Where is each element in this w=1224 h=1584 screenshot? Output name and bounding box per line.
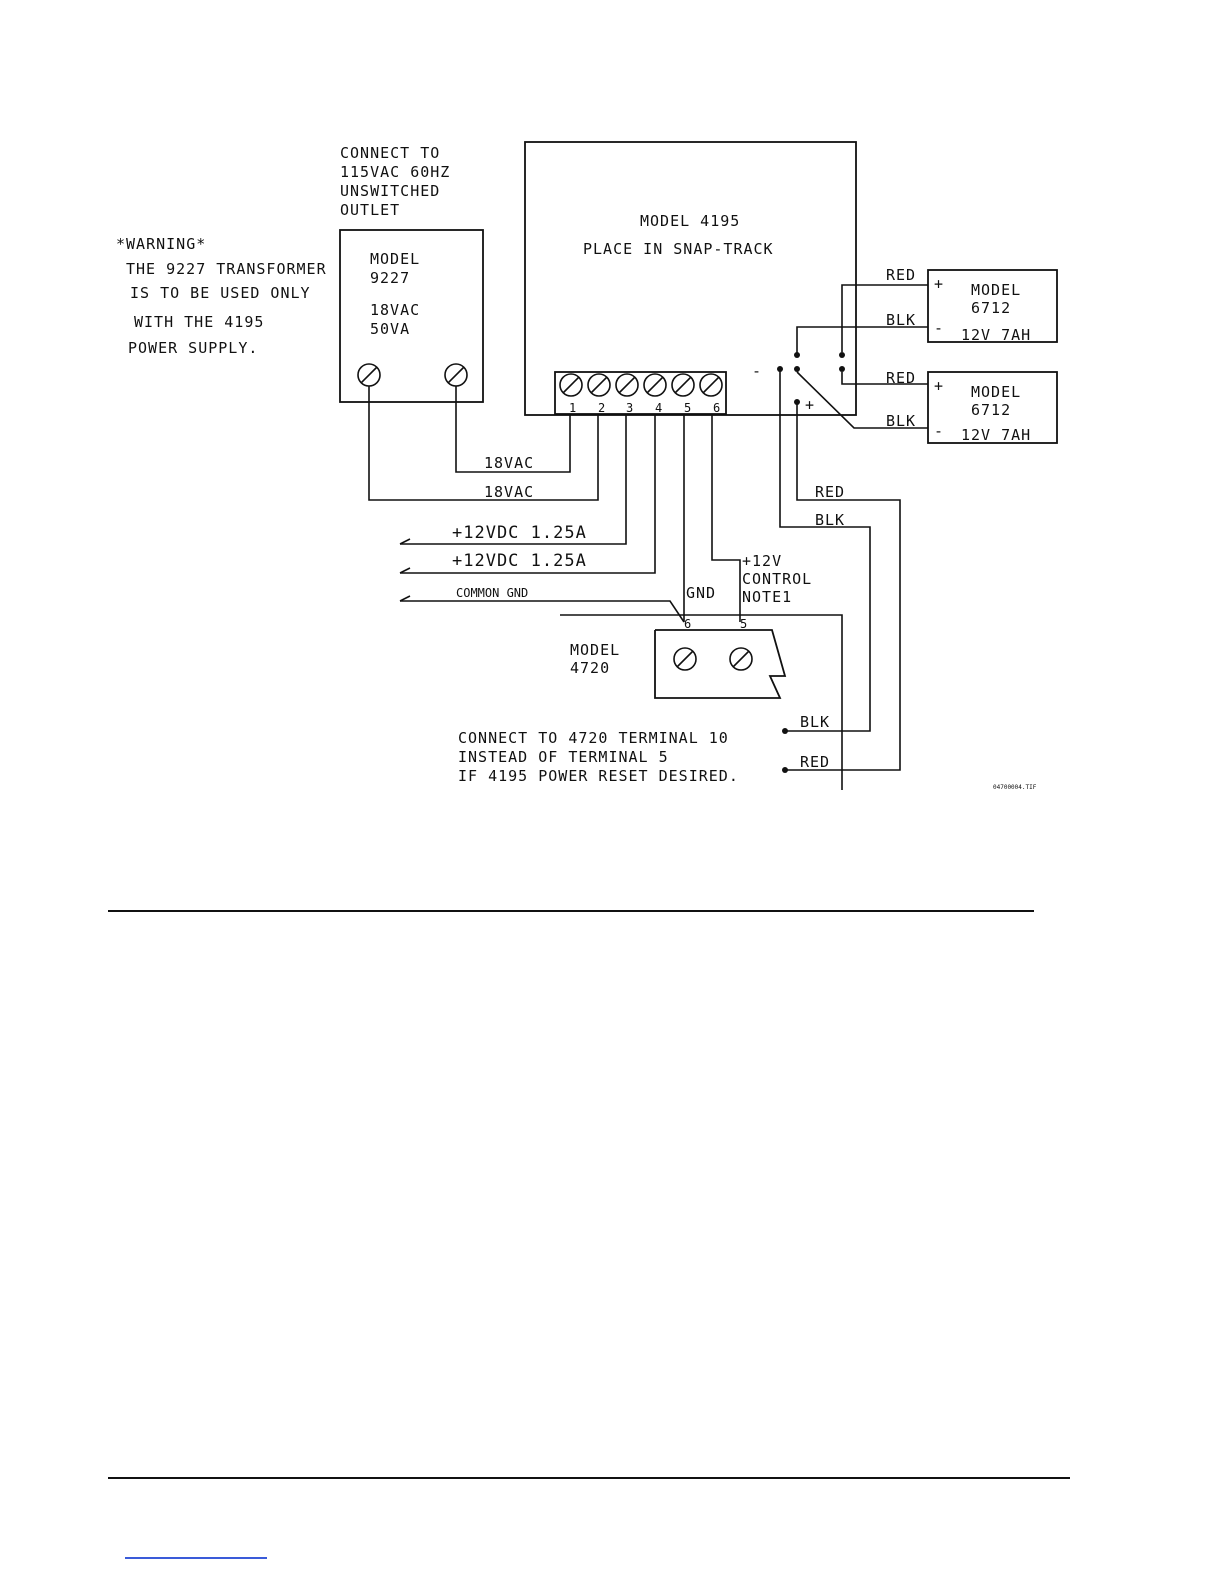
panel-screw-5 [729, 647, 753, 671]
transformer-line-4: 50VA [370, 320, 410, 338]
terminal-label-6: 6 [713, 401, 720, 415]
dc-wire-1-label: +12VDC 1.25A [452, 523, 587, 543]
battery-1-red-label: RED [886, 266, 916, 284]
outlet-note-line-1: CONNECT TO [340, 144, 440, 162]
battery-minus-label: - [752, 362, 762, 380]
power-supply-box [524, 141, 857, 416]
warning-line-2: IS TO BE USED ONLY [130, 284, 311, 302]
terminal-label-2: 2 [598, 401, 605, 415]
warning-title: *WARNING* [116, 235, 206, 253]
reset-note: CONNECT TO 4720 TERMINAL 10 INSTEAD OF T… [458, 729, 739, 785]
battery-2-line-2: 6712 [971, 401, 1011, 419]
reset-note-line-3: IF 4195 POWER RESET DESIRED. [458, 767, 739, 785]
transformer-line-3: 18VAC [370, 301, 420, 319]
outlet-note-line-2: 115VAC 60HZ [340, 163, 450, 181]
wire-blk-label: BLK [815, 511, 845, 529]
terminal-block [554, 371, 727, 415]
battery-1-blk-label: BLK [886, 311, 916, 329]
outlet-note: CONNECT TO 115VAC 60HZ UNSWITCHED OUTLET [340, 144, 450, 219]
battery-1-minus: - [934, 319, 944, 337]
terminal-screws [559, 373, 723, 397]
battery-2-plus: + [934, 377, 944, 395]
supply-wiring: 18VAC 18VAC +12VDC 1.25A +12VDC 1.25A CO… [368, 386, 843, 790]
wire-blk-bottom-label: BLK [800, 713, 830, 731]
battery-wiring: RED BLK BLK RED [777, 284, 928, 773]
battery-2: + MODEL 6712 - 12V 7AH RED BLK [886, 369, 1058, 444]
outlet-note-line-3: UNSWITCHED [340, 182, 440, 200]
battery-1-line-2: 6712 [971, 299, 1011, 317]
battery-2-blk-label: BLK [886, 412, 916, 430]
ac-wire-1-label: 18VAC [484, 454, 534, 472]
terminal-label-3: 3 [626, 401, 633, 415]
battery-2-box [927, 371, 1058, 444]
transformer-line-1: MODEL [370, 250, 420, 268]
control-panel-4720: MODEL 4720 6 5 [570, 617, 787, 699]
panel-term-5: 5 [740, 617, 747, 631]
dc-wire-2-label: +12VDC 1.25A [452, 551, 587, 571]
battery-1-line-1: MODEL [971, 281, 1021, 299]
panel-line-1: MODEL [570, 641, 620, 659]
section-divider [108, 910, 1034, 912]
battery-2-red-label: RED [886, 369, 916, 387]
gnd-label: GND [686, 584, 716, 602]
warning-line-4: POWER SUPPLY. [128, 339, 258, 357]
wire-red-bottom-label: RED [800, 753, 830, 771]
terminal-label-5: 5 [684, 401, 691, 415]
transformer-box [339, 229, 484, 403]
battery-2-minus: - [934, 422, 944, 440]
terminal-label-1: 1 [569, 401, 576, 415]
transformer-screw-left [357, 363, 381, 387]
terminal-label-4: 4 [655, 401, 662, 415]
panel-line-2: 4720 [570, 659, 610, 677]
battery-1: + MODEL 6712 - 12V 7AH RED BLK [886, 266, 1058, 344]
common-gnd-label: COMMON GND [456, 586, 528, 600]
footer-divider [108, 1477, 1070, 1479]
ac-wire-2-label: 18VAC [484, 483, 534, 501]
battery-1-plus: + [934, 275, 944, 293]
power-supply-model: MODEL 4195 [640, 212, 740, 230]
warning-line-3: WITH THE 4195 [134, 313, 264, 331]
battery-2-line-1: MODEL [971, 383, 1021, 401]
file-id: 04700004.TIF [993, 784, 1037, 791]
power-supply-4195: MODEL 4195 PLACE IN SNAP-TRACK 1 2 3 4 5… [524, 141, 857, 416]
battery-1-line-3: 12V 7AH [961, 326, 1031, 344]
transformer-line-2: 9227 [370, 269, 410, 287]
footer-link-underline[interactable] [125, 1557, 267, 1559]
warning-note: *WARNING* THE 9227 TRANSFORMER IS TO BE … [116, 235, 327, 357]
reset-note-line-1: CONNECT TO 4720 TERMINAL 10 [458, 729, 729, 747]
power-supply-instruction: PLACE IN SNAP-TRACK [583, 240, 774, 258]
transformer-screw-right [444, 363, 468, 387]
control-label-1: +12V [742, 552, 782, 570]
battery-1-box [927, 269, 1058, 343]
warning-line-1: THE 9227 TRANSFORMER [126, 260, 327, 278]
battery-plus-label: + [805, 396, 815, 414]
control-label-2: CONTROL [742, 570, 812, 588]
outlet-note-line-4: OUTLET [340, 201, 400, 219]
panel-term-6: 6 [684, 617, 691, 631]
control-label-3: NOTE1 [742, 588, 792, 606]
battery-2-line-3: 12V 7AH [961, 426, 1031, 444]
panel-screw-6 [673, 647, 697, 671]
transformer-9227: MODEL 9227 18VAC 50VA [339, 229, 484, 403]
wire-red-label: RED [815, 483, 845, 501]
reset-note-line-2: INSTEAD OF TERMINAL 5 [458, 748, 669, 766]
